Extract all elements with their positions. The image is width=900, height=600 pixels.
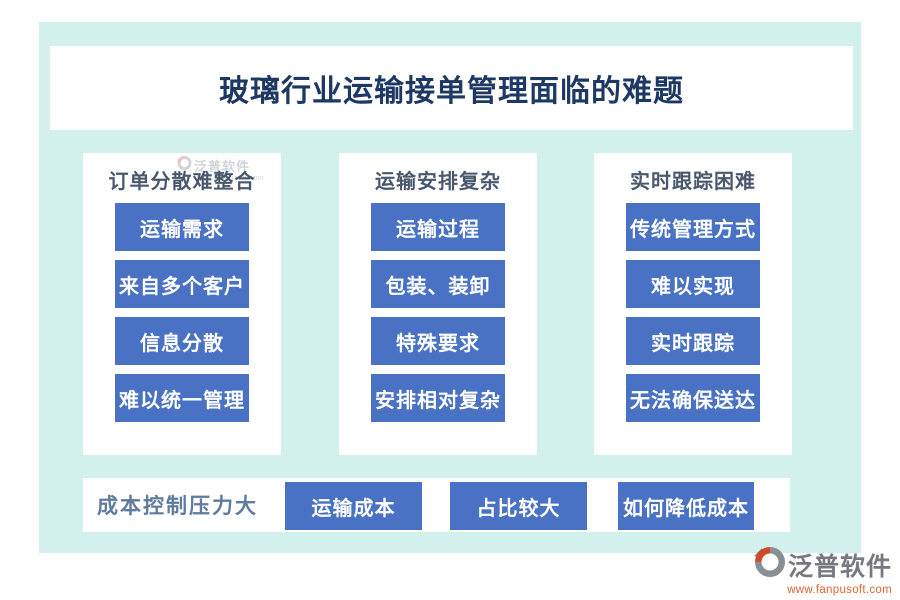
diagram-box: 信息分散 bbox=[115, 317, 249, 365]
watermark-url: www.fanpusoft.com bbox=[195, 175, 265, 182]
fanpu-logo-icon bbox=[753, 545, 786, 584]
diagram-box: 占比较大 bbox=[450, 482, 587, 530]
diagram-box: 来自多个客户 bbox=[115, 260, 249, 308]
watermark: 泛普软件 www.fanpusoft.com bbox=[177, 155, 337, 182]
column-header: 运输安排复杂 bbox=[375, 171, 501, 193]
diagram-box: 安排相对复杂 bbox=[371, 374, 505, 422]
diagram-box: 包装、装卸 bbox=[371, 260, 505, 308]
column-header: 订单分散难整合 bbox=[108, 171, 256, 193]
column-order-fragmentation: 泛普软件 www.fanpusoft.com 订单分散难整合 运输需求 来自多个… bbox=[83, 153, 281, 455]
diagram-box: 特殊要求 bbox=[371, 317, 505, 365]
diagram-box: 实时跟踪 bbox=[626, 317, 760, 365]
diagram-box: 难以实现 bbox=[626, 260, 760, 308]
diagram-box: 运输过程 bbox=[371, 203, 505, 251]
diagram-box: 如何降低成本 bbox=[618, 482, 754, 530]
diagram-box: 无法确保送达 bbox=[626, 374, 760, 422]
column-header: 实时跟踪困难 bbox=[630, 171, 756, 193]
column-transport-complexity: 运输安排复杂 运输过程 包装、装卸 特殊要求 安排相对复杂 bbox=[339, 153, 537, 455]
bottom-row-cost-pressure: 成本控制压力大 运输成本 占比较大 如何降低成本 bbox=[83, 478, 790, 532]
brand-footer: 泛普软件 www.fanpusoft.com bbox=[750, 545, 892, 596]
diagram-box: 难以统一管理 bbox=[115, 374, 249, 422]
watermark-brand-name: 泛普软件 bbox=[194, 159, 251, 174]
title-band: 玻璃行业运输接单管理面临的难题 bbox=[50, 46, 853, 130]
bottom-row-label: 成本控制压力大 bbox=[97, 495, 258, 518]
brand-name: 泛普软件 bbox=[787, 552, 892, 581]
diagram-box: 传统管理方式 bbox=[626, 203, 760, 251]
column-tracking-difficulty: 实时跟踪困难 传统管理方式 难以实现 实时跟踪 无法确保送达 bbox=[594, 153, 792, 455]
brand-url: www.fanpusoft.com bbox=[787, 584, 892, 596]
fanpu-logo-icon bbox=[177, 155, 192, 176]
diagram-box: 运输成本 bbox=[285, 482, 422, 530]
page-title: 玻璃行业运输接单管理面临的难题 bbox=[219, 75, 684, 108]
diagram-box: 运输需求 bbox=[115, 203, 249, 251]
